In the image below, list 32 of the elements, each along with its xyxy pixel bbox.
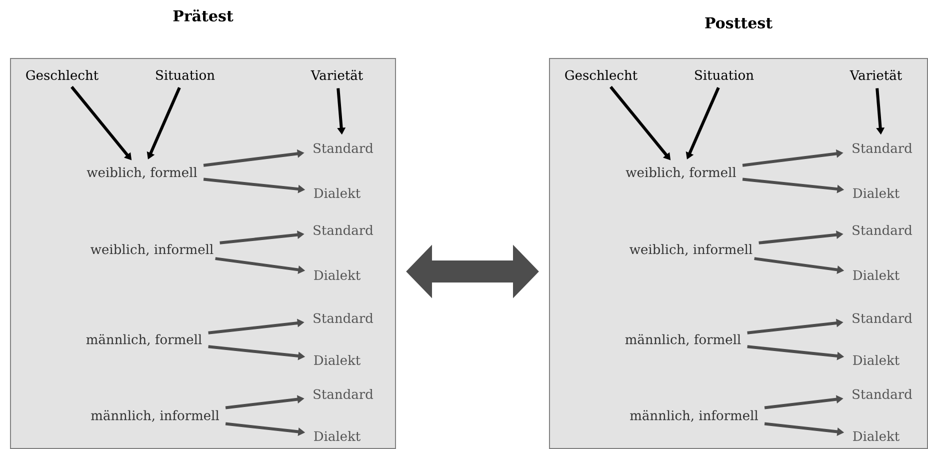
variety-label: Dialekt	[314, 188, 361, 198]
column-heading: Situation	[156, 70, 215, 80]
variety-label: Standard	[314, 388, 374, 400]
column-heading: Geschlecht	[26, 70, 98, 80]
variety-label: Dialekt	[853, 430, 900, 442]
condition-label: weiblich, formell	[626, 167, 736, 179]
column-heading: Varietät	[310, 70, 364, 80]
variety-label: Dialekt	[314, 430, 361, 442]
variety-label: Standard	[852, 142, 912, 154]
condition-label: weiblich, informell	[90, 244, 214, 256]
condition-label: männlich, informell	[630, 410, 758, 422]
variety-label: Standard	[852, 388, 912, 400]
variety-label: Dialekt	[853, 354, 900, 366]
variety-label: Dialekt	[314, 354, 361, 366]
variety-label: Dialekt	[853, 270, 900, 280]
variety-label: Standard	[314, 142, 374, 154]
variety-label: Standard	[852, 224, 912, 236]
condition-label: männlich, informell	[91, 410, 219, 422]
variety-label: Dialekt	[853, 188, 900, 198]
variety-label: Dialekt	[314, 270, 361, 280]
column-heading: Varietät	[850, 70, 902, 80]
node-label: Prätest	[173, 9, 234, 22]
variety-label: Standard	[314, 312, 374, 324]
condition-label: männlich, formell	[625, 334, 741, 346]
condition-label: weiblich, informell	[630, 244, 752, 256]
node-label: Posttest	[705, 17, 772, 28]
condition-label: männlich, formell	[86, 334, 202, 346]
variety-label: Standard	[852, 312, 912, 324]
column-heading: Geschlecht	[565, 70, 638, 80]
column-heading: Situation	[695, 70, 754, 80]
condition-label: weiblich, formell	[86, 167, 197, 179]
variety-label: Standard	[314, 224, 374, 236]
